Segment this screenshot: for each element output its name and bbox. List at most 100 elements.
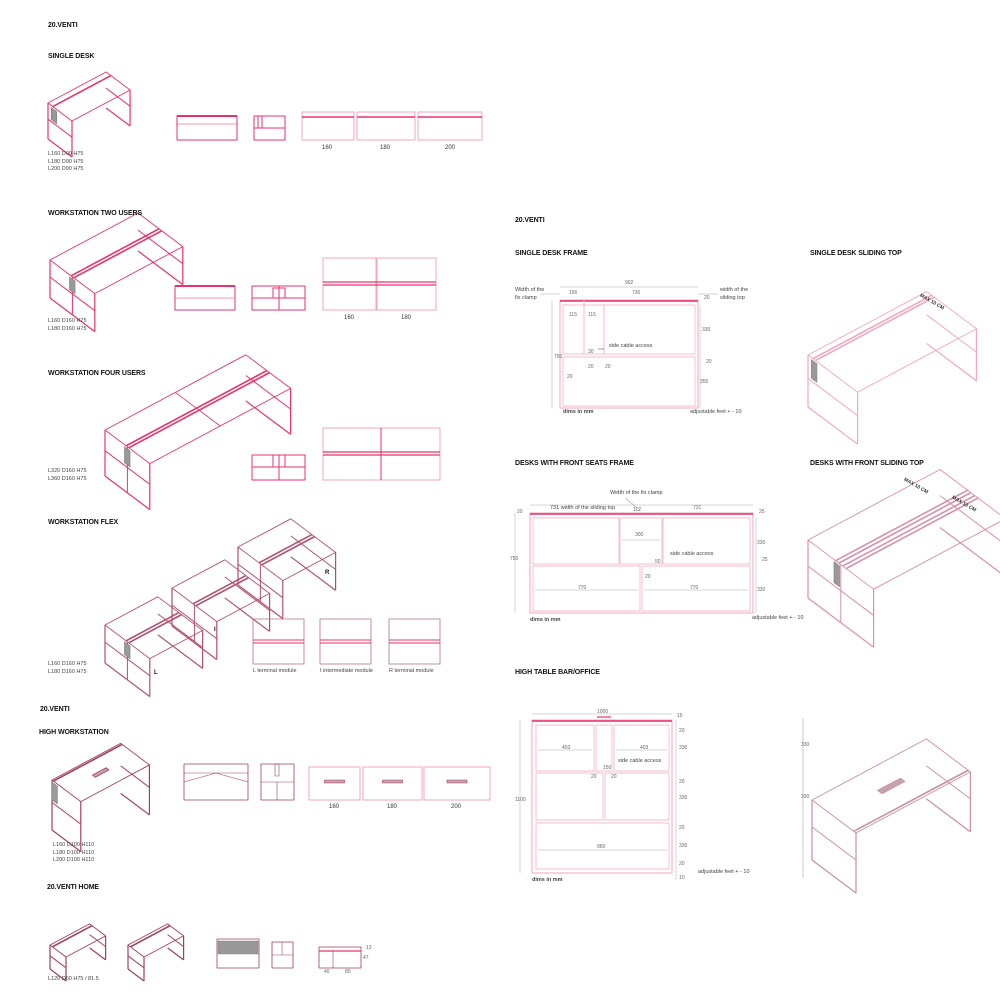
end-panel-base [127,968,145,982]
outline [535,772,604,821]
dimension-label: 20 [706,359,712,365]
cable-slot [446,779,468,784]
dimension-label: 80 [345,969,351,975]
high-table-iso [811,738,972,894]
module-label: R terminal module [389,668,434,674]
size-label: 160 [329,804,340,810]
dimension-label: 30 [588,349,594,355]
end-panel-base [926,343,977,382]
module-marker-l: L [154,670,158,676]
cable-tray-stripe [815,296,935,362]
flex-module-plan [388,618,441,665]
dimension-label: 25 [762,557,768,563]
plan-outline [362,766,423,801]
units-note: dims in mm [530,617,561,623]
cable-access-note: side cable access [670,551,714,557]
single-desk-plan [356,111,416,141]
plan-outline [301,111,355,141]
end-panel-rail [105,87,131,107]
end-panel-rail [926,314,977,353]
end-panel-base [245,400,291,435]
cable-tray-stripe [812,294,933,360]
dimension-label: 355 [700,379,709,385]
brand-heading: 20.VENTI [40,706,70,713]
outline [662,517,751,565]
plan-outline [308,766,361,801]
two-users-front-view [174,285,236,311]
spec-line: L180 D160 H75 [48,326,87,332]
dimension-label: 112 [633,507,641,513]
end-panel-rail [47,118,73,138]
cable-tray-stripe [125,611,180,642]
cable-tray-stripe [52,924,93,948]
frame-outline [529,512,754,614]
cable-tray-stripe [130,924,171,948]
end-panel-base [157,634,203,669]
drawer [217,940,259,955]
end-panel-base [47,138,73,158]
dimension-label: 731 [693,505,702,511]
outline [274,763,280,777]
size-label: 180 [387,804,398,810]
section-title-two-users: WORKSTATION TWO USERS [48,210,143,217]
end-panel-rail [89,934,106,948]
outline [322,257,377,311]
units-note: dims in mm [532,877,563,883]
dimension-label: 330 [801,742,810,748]
end-panel-base [167,947,184,961]
flex-desk-l [104,596,204,698]
dimension-label: 15 [677,713,683,719]
dimension-label: 20 [605,364,611,370]
dimension-label: 115 [569,312,577,318]
dimension-label: 10 [679,875,685,881]
end-panel-rail [811,826,857,861]
cable-tray-stripe [52,74,112,108]
two-users-iso [49,212,184,333]
end-panel-rail [49,955,67,969]
dimension-label: 960 [597,844,606,850]
cable-access-note: side cable access [618,758,662,764]
section-title-single-sliding: SINGLE DESK SLIDING TOP [810,250,902,257]
line [215,772,249,783]
plan-outline [417,111,483,141]
dimension-label: 330 [757,540,766,546]
plan-outline [356,111,416,141]
end-panel-base [926,798,971,833]
frame-outline [531,719,673,874]
cable-box [69,276,76,295]
two-users-side-view [251,285,306,311]
single-desk-plan [417,111,483,141]
end-panel-base [137,250,184,286]
desk-top [171,559,271,623]
home-side-view [271,941,294,969]
outline [532,517,620,565]
outline [388,618,441,665]
plan-outline [423,766,491,801]
leader [624,497,641,511]
spec-line: L160 D160 H75 [48,318,87,324]
outline [562,356,696,407]
flex-module-plan [252,618,305,665]
dimension-label: 20 [679,779,685,785]
high-side-view [260,763,295,801]
section-title-front-sliding: DESKS WITH FRONT SLIDING TOP [810,460,924,467]
end-panel-base [224,597,270,632]
end-panel-rail [51,802,82,825]
dimension-label: 1000 [597,709,609,715]
front-seats-frame-drawing [514,497,757,614]
outline [641,565,751,612]
dimension-label: 13 [366,945,372,951]
four-users-side-view [251,454,306,481]
dimension-label: 330 [679,745,688,751]
cable-access-note: side cable access [609,343,653,349]
cable-box [51,781,58,805]
module-marker-i: I [214,627,216,633]
clamp-note: Width of the fix clamp [610,490,663,496]
end-panel-base [290,556,336,591]
size-label: 160 [344,315,355,321]
dimension-label: 115 [588,312,596,318]
home-front-view [216,938,260,969]
spec-line: L320 D160 H75 [48,468,87,474]
desk-front [176,115,238,141]
cable-tray-stripe [835,489,968,562]
